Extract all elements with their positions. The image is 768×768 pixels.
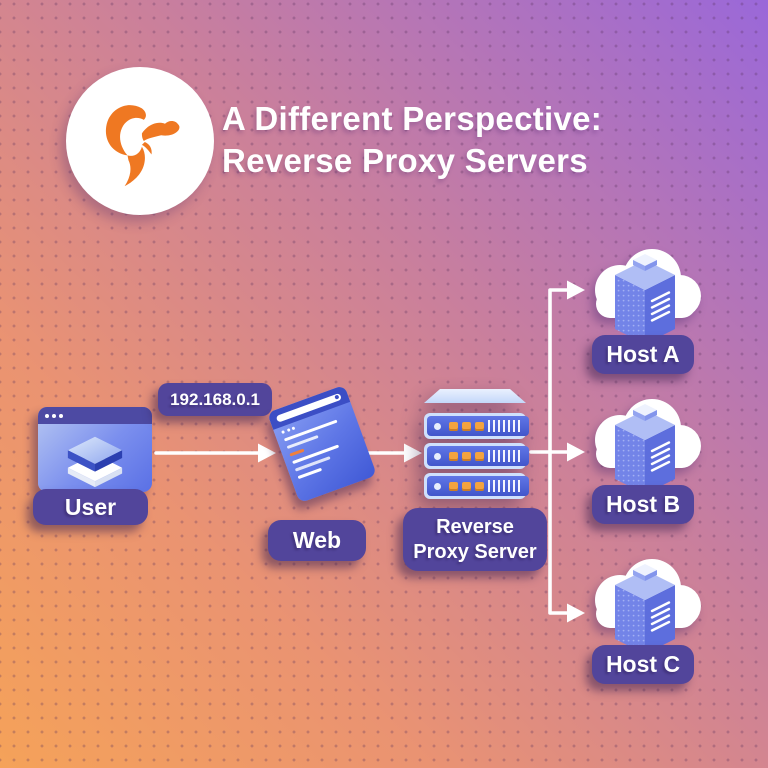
web-label: Web <box>268 520 366 561</box>
ip-address-label: 192.168.0.1 <box>158 383 272 416</box>
content-line-accent <box>289 448 305 457</box>
server-tower-icon <box>615 564 675 661</box>
drive-icon <box>462 421 471 431</box>
arrowhead-web-to-proxy <box>404 443 422 463</box>
led-icon <box>434 422 441 430</box>
server-unit <box>424 443 529 469</box>
user-browser-icon <box>38 407 152 492</box>
arrowhead-to-hostb <box>567 442 585 462</box>
user-label: User <box>33 489 148 525</box>
host-a-label: Host A <box>592 335 694 374</box>
vent-icon <box>488 480 522 492</box>
drive-icon <box>449 421 458 431</box>
title-line-1: A Different Perspective: <box>222 100 603 137</box>
host-b-label: Host B <box>592 485 694 524</box>
server-unit <box>424 413 529 439</box>
drive-icon <box>449 481 458 491</box>
arrowhead-user-to-web <box>258 443 276 463</box>
drive-icon <box>475 451 484 461</box>
host-c-label: Host C <box>592 645 694 684</box>
layer-stack-icon <box>67 436 123 488</box>
led-icon <box>434 482 441 490</box>
server-tower-icon <box>615 404 675 501</box>
vent-icon <box>488 450 522 462</box>
title-line-2: Reverse Proxy Servers <box>222 142 588 179</box>
led-icon <box>434 452 441 460</box>
vent-icon <box>488 420 522 432</box>
rack-lid <box>424 389 526 403</box>
window-dot-icon <box>45 413 49 418</box>
drive-icon <box>449 451 458 461</box>
window-dot-icon <box>59 413 63 418</box>
reverse-proxy-label: Reverse Proxy Server <box>403 508 547 571</box>
logo-badge <box>66 67 214 215</box>
drive-icon <box>475 481 484 491</box>
drive-icon <box>462 451 471 461</box>
drive-icon <box>462 481 471 491</box>
drive-icon <box>475 421 484 431</box>
window-dot-icon <box>52 413 56 418</box>
page-title: A Different Perspective: Reverse Proxy S… <box>222 98 602 182</box>
arrowhead-to-hosta <box>567 280 585 300</box>
web-browser-icon <box>267 384 377 504</box>
squirrel-logo-icon <box>105 105 180 187</box>
server-unit <box>424 473 529 499</box>
arrowhead-to-hostc <box>567 603 585 623</box>
reverse-proxy-server-icon <box>424 388 529 499</box>
window-titlebar <box>38 407 152 424</box>
url-field-icon <box>275 392 343 423</box>
